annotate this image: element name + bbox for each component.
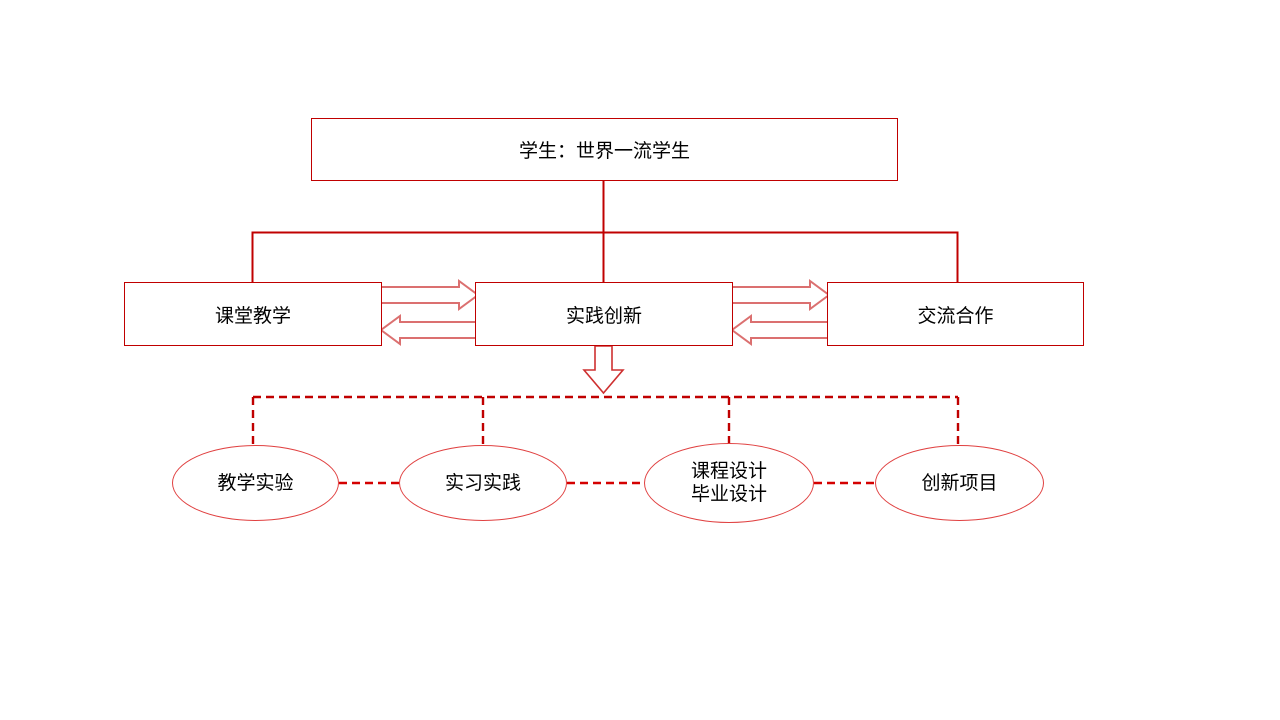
node-exchange-cooperation-label: 交流合作 — [917, 305, 994, 327]
node-classroom-teaching-label: 课堂教学 — [214, 305, 291, 327]
double-arrow-middle-right-icon — [730, 279, 831, 346]
ellipse-graduation-design-label: 毕业设计 — [690, 484, 767, 505]
double-arrow-left-middle-icon — [379, 279, 480, 346]
node-practice-innovation: 实践创新 — [475, 282, 733, 346]
node-exchange-cooperation: 交流合作 — [827, 282, 1084, 346]
ellipse-teaching-experiment: 教学实验 — [172, 445, 339, 521]
ellipse-internship-practice: 实习实践 — [399, 445, 567, 521]
node-students: 学生：世界一流学生 — [311, 118, 898, 181]
down-arrow-icon — [582, 345, 625, 395]
ellipse-innovation-project-label: 创新项目 — [921, 472, 998, 494]
node-practice-innovation-label: 实践创新 — [565, 305, 642, 327]
dashed-tree-connectors — [251, 395, 960, 445]
ellipse-innovation-project: 创新项目 — [875, 445, 1044, 521]
ellipse-course-graduation-design: 课程设计 毕业设计 — [644, 443, 814, 523]
ellipse-teaching-experiment-label: 教学实验 — [217, 472, 294, 494]
node-classroom-teaching: 课堂教学 — [124, 282, 382, 346]
ellipse-internship-practice-label: 实习实践 — [444, 472, 521, 494]
solid-tree-connectors — [251, 181, 959, 282]
node-students-label: 学生：世界一流学生 — [518, 141, 690, 162]
ellipse-course-design-label: 课程设计 — [690, 461, 767, 482]
